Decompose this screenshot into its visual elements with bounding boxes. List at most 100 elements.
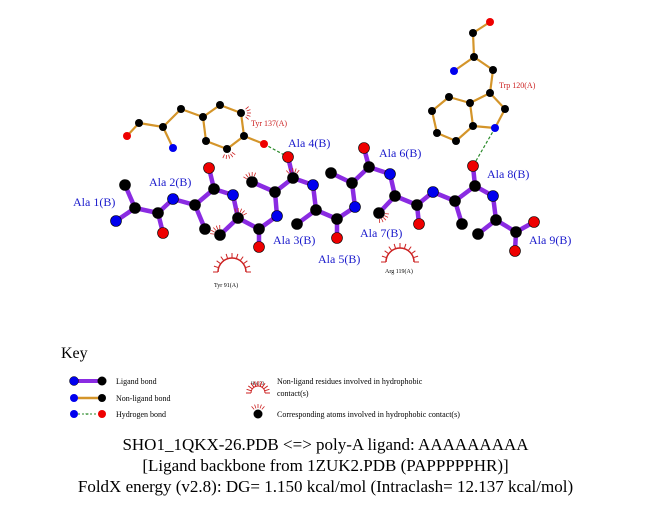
residue-atom [486,89,494,97]
ligand-label: Ala 8(B) [487,167,529,181]
ligand-atom [472,228,484,240]
ligand-atom [129,202,141,214]
ligand-atom [119,179,131,191]
ligand-atom [246,176,258,188]
footer-line3: FoldX energy (v2.8): DG= 1.150 kcal/mol … [77,477,574,496]
ligand-atom [456,218,468,230]
footer-line1: SHO1_1QKX-26.PDB <=> poly-A ligand: AAAA… [122,435,529,454]
ligand-atom [487,190,499,202]
residue-atom [433,129,441,137]
ligand-atom [232,212,244,224]
ligand-atom [307,179,319,191]
nonligand-bond [201,116,208,142]
key-ligand-bond: Ligand bond [116,377,157,386]
residue-atom [489,66,497,74]
ligand-atom [291,218,303,230]
ligand-atom [199,223,211,235]
residue-atom [237,109,245,117]
ligand-atom [358,142,370,154]
residue-label: Tyr 137(A) [251,119,287,128]
ligand-atom [427,186,439,198]
ligand-atom [287,172,299,184]
residue-atom [123,132,131,140]
key-hydrophobic-residues: Non-ligand residues involved in hydropho… [277,377,423,398]
ligand-atom [152,207,164,219]
ligand-label: Ala 4(B) [288,136,330,150]
key-legend: Key Ligand bond Non-ligand bond 3.0 Hydr… [61,345,460,419]
key-title: Key [61,345,88,362]
key-hydrogen-bond: Hydrogen bond [116,410,166,419]
ligand-atom [269,186,281,198]
nonligand-bond [162,108,182,128]
nonligand-bond [453,56,475,72]
residue-atom [240,132,248,140]
ligand-atom [203,162,215,174]
key-hydrophobic-atoms: Corresponding atoms involved in hydropho… [277,410,460,419]
residue-atom [469,29,477,37]
residue-atom [177,105,185,113]
ligand-atom [384,168,396,180]
ligand-atom [449,195,461,207]
residue-atom [159,123,167,131]
ligand-label: Ala 1(B) [73,195,115,209]
ligand-atom [349,201,361,213]
ligand-atom [363,161,375,173]
hydrophobic-label: Tyr 91(A) [214,282,238,289]
ligand-atom [214,229,226,241]
ligand-atom [346,177,358,189]
ligand-atom [310,204,322,216]
ligand-atom [189,199,201,211]
ligand-atom [227,189,239,201]
hydrophobic-atom-icon [253,409,263,419]
residue-atom [501,105,509,113]
ligand-atom [373,207,385,219]
ligand-atom [411,199,423,211]
ligand-atom [413,218,425,230]
ligand-atom [490,214,502,226]
ligand-label: Ala 6(B) [379,146,421,160]
ligand-atom [331,232,343,244]
ligand-atom [389,190,401,202]
ligand-atom [157,227,169,239]
ligand-atom [110,215,122,227]
ligand-atom [167,193,179,205]
key-nonligand-bond: Non-ligand bond [116,394,170,403]
residue-atom [260,140,268,148]
residue-atom [491,124,499,132]
ligand-atom [469,180,481,192]
residue-atom [466,99,474,107]
residue-atom [450,67,458,75]
nonligand-bond [471,32,476,58]
ligand-label: Ala 7(B) [360,226,402,240]
residue-atom [202,137,210,145]
hydrophobic-label: Arg 119(A) [385,268,413,275]
hydrophobic-arc-icon [246,381,270,394]
residue-label: Trp 120(A) [499,81,536,90]
ligand-atom [208,183,220,195]
residue-atom [486,18,494,26]
residue-atom [469,122,477,130]
key-hbond-distance: 3.0 [85,412,89,416]
residue-atom [470,53,478,61]
footer-line2: [Ligand backbone from 1ZUK2.PDB (PAPPPPP… [142,456,509,475]
residue-atom [428,107,436,115]
ligand-label: Ala 5(B) [318,252,360,266]
residue-atom [199,113,207,121]
ligand-atom [331,213,343,225]
ligand-atom [528,216,540,228]
ligand-atom [509,245,521,257]
residue-atom [445,93,453,101]
hydrophobic-arc-icon [246,381,270,394]
hydrophobic-contact-tyr91 [213,253,251,273]
ligand-label: Ala 3(B) [273,233,315,247]
residue-atom [135,119,143,127]
residue-atom [216,101,224,109]
ligand-label: Ala 2(B) [149,175,191,189]
ligand-atom [325,167,337,179]
ligand-atom [271,210,283,222]
ligand-atom [253,241,265,253]
hydrophobic-contact-arg119 [381,243,419,263]
ligand-atom [467,160,479,172]
ligand-atom [510,226,522,238]
